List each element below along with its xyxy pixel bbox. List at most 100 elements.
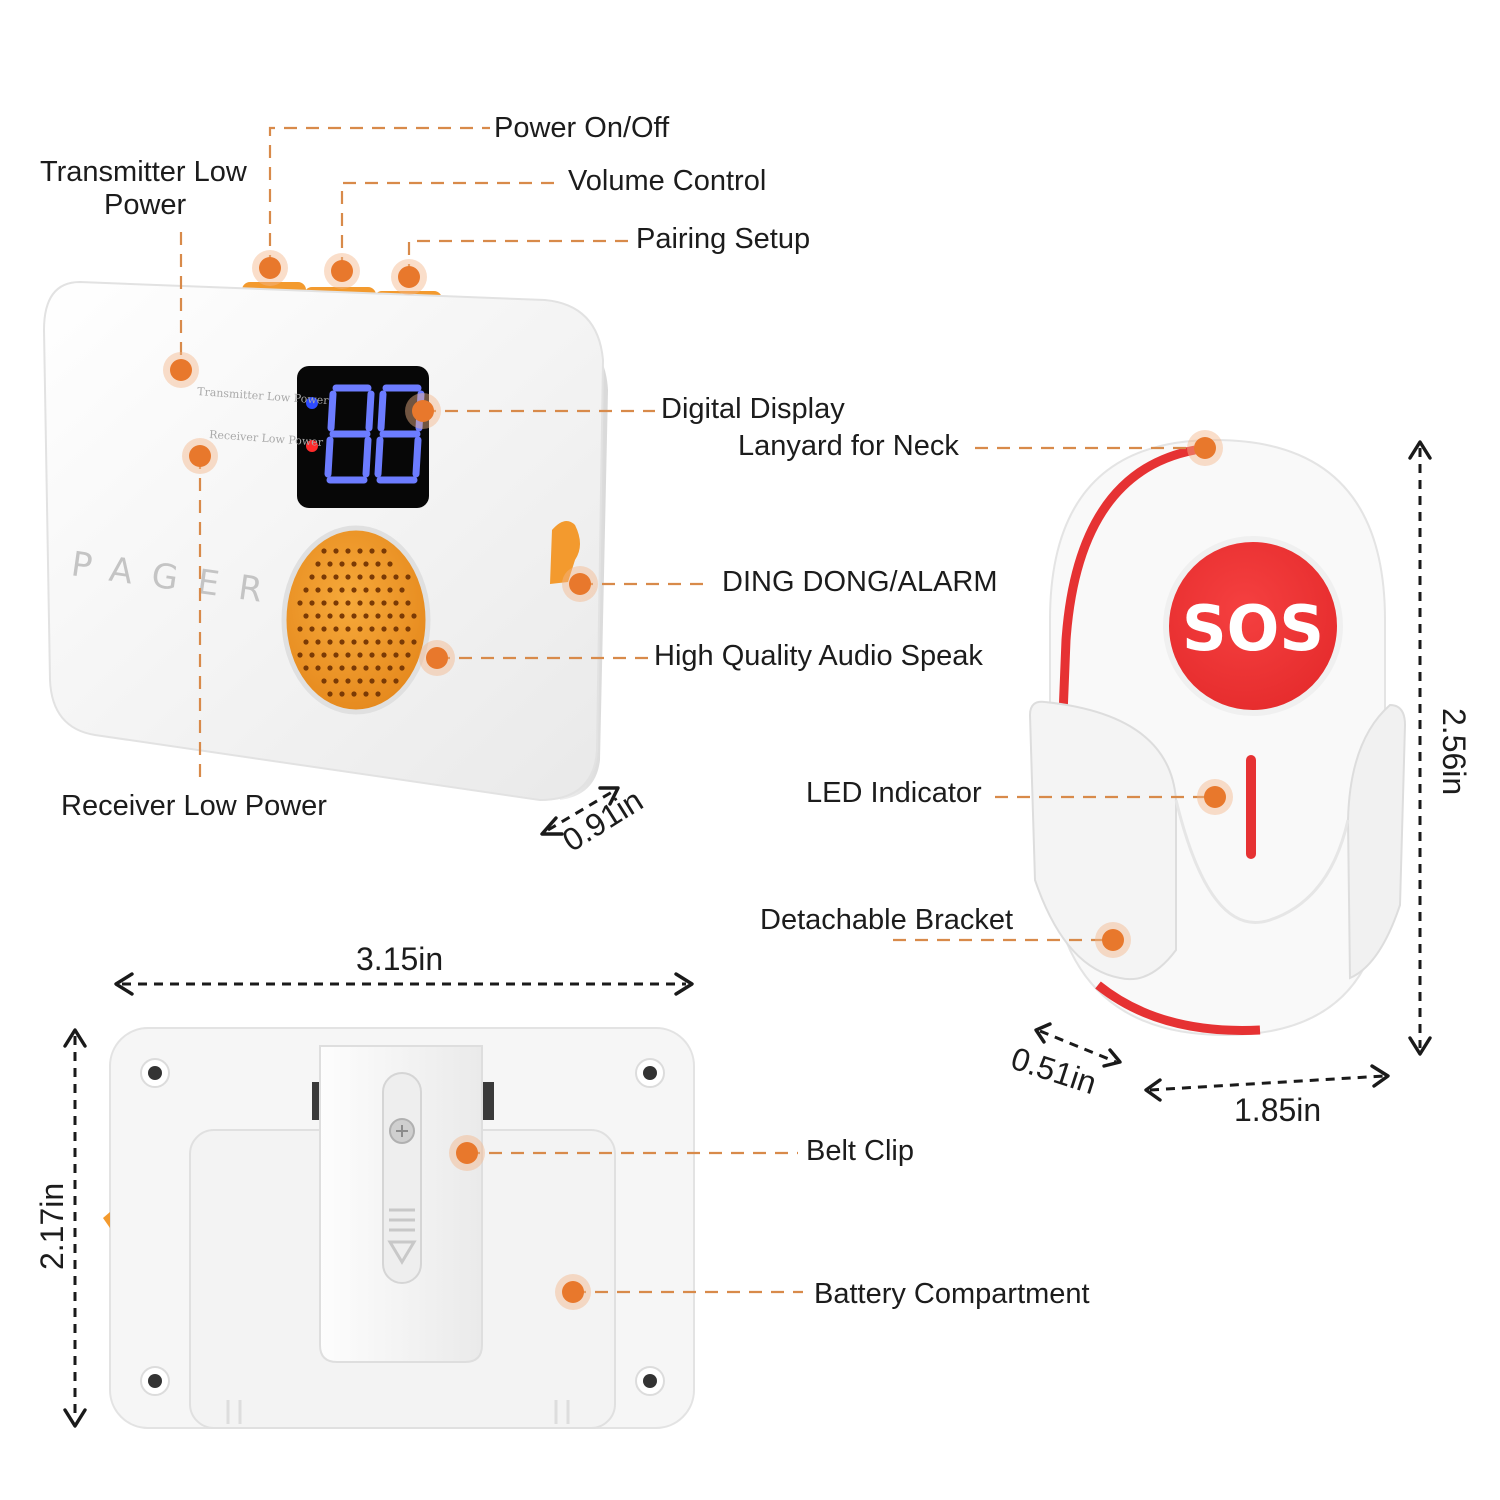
speaker-hole [309,574,315,580]
callout-dot-battery [555,1274,591,1310]
speaker-hole [339,613,345,619]
speaker-hole [297,626,303,632]
dim-receiver-width: 3.15in [356,941,444,977]
speaker-hole [333,652,339,658]
transmitter-led [306,397,318,409]
speaker-hole [333,548,339,554]
speaker-hole [321,574,327,580]
speaker-hole [327,561,333,567]
speaker-hole [321,626,327,632]
dim-button-height: 2.56in [1436,708,1472,796]
speaker-hole [369,626,375,632]
detachable-bracket [1028,700,1177,981]
speaker-hole [309,626,315,632]
speaker-hole [321,652,327,658]
speaker-holes [297,548,417,697]
speaker-hole [375,613,381,619]
speaker-hole [405,600,411,606]
speaker-hole [315,587,321,593]
speaker-hole [333,678,339,684]
speaker-hole [351,587,357,593]
speaker-hole [375,691,381,697]
speaker-hole [321,548,327,554]
speaker-hole [321,600,327,606]
speaker-hole [375,561,381,567]
label-receiver-low-power: Receiver Low Power [61,790,327,822]
speaker-hole [339,587,345,593]
speaker-hole [393,678,399,684]
speaker-hole [327,587,333,593]
callout-dot-alarm [562,566,598,602]
speaker-hole [369,548,375,554]
speaker-hole [357,574,363,580]
dim-button-width: 1.85in [1234,1092,1322,1128]
speaker-hole [315,561,321,567]
speaker-hole [387,561,393,567]
sos-transmitter: SOS [1028,438,1407,1037]
speaker-hole [321,678,327,684]
speaker-hole [399,587,405,593]
speaker-hole [411,613,417,619]
speaker-hole [393,574,399,580]
speaker-hole [363,639,369,645]
speaker-hole [369,574,375,580]
speaker-hole [339,639,345,645]
callout-dot-display [405,393,441,429]
speaker-hole [339,561,345,567]
speaker-hole [357,548,363,554]
arrow-receiver-depth [540,786,620,836]
callout-dot-belt-clip [449,1135,485,1171]
label-high-quality-audio: High Quality Audio Speak [654,640,983,672]
speaker-hole [387,639,393,645]
speaker-hole [357,600,363,606]
dim-receiver-height: 2.17in [34,1182,70,1270]
speaker-hole [363,613,369,619]
speaker-hole [327,613,333,619]
dimension-arrows [63,440,1432,1428]
speaker-hole [405,626,411,632]
speaker-hole [375,665,381,671]
speaker-hole [381,600,387,606]
speaker-hole [345,574,351,580]
speaker-hole [309,600,315,606]
callout-dot-receiver-low [182,438,218,474]
speaker-hole [345,600,351,606]
speaker-hole [393,652,399,658]
speaker-hole [345,678,351,684]
speaker-hole [381,574,387,580]
label-pairing-setup: Pairing Setup [636,223,811,255]
arrow-receiver-height [63,1028,87,1428]
speaker-hole [327,665,333,671]
speaker-hole [315,639,321,645]
speaker-hole [411,639,417,645]
speaker-hole [327,639,333,645]
label-digital-display: Digital Display [661,393,845,425]
label-power-on-off: Power On/Off [494,112,670,144]
speaker-hole [303,587,309,593]
speaker-hole [357,678,363,684]
speaker-hole [399,665,405,671]
speaker-hole [351,691,357,697]
speaker-hole [339,665,345,671]
speaker-hole [315,613,321,619]
label-ding-dong-alarm: DING DONG/ALARM [722,566,998,598]
speaker-hole [303,613,309,619]
speaker-hole [405,574,411,580]
speaker-hole [345,652,351,658]
callout-dot-pairing [391,259,427,295]
label-volume-control: Volume Control [568,165,767,197]
speaker-hole [345,626,351,632]
speaker-hole [399,613,405,619]
speaker-hole [399,639,405,645]
label-battery-compartment: Battery Compartment [814,1278,1090,1310]
callout-dot-volume [324,253,360,289]
callout-dot-power [252,250,288,286]
speaker-hole [375,639,381,645]
arrow-button-width [1144,1064,1390,1102]
speaker-hole [345,548,351,554]
speaker-hole [351,665,357,671]
speaker-hole [357,652,363,658]
red-trim-top [1057,445,1196,741]
speaker-hole [387,665,393,671]
speaker-hole [297,600,303,606]
